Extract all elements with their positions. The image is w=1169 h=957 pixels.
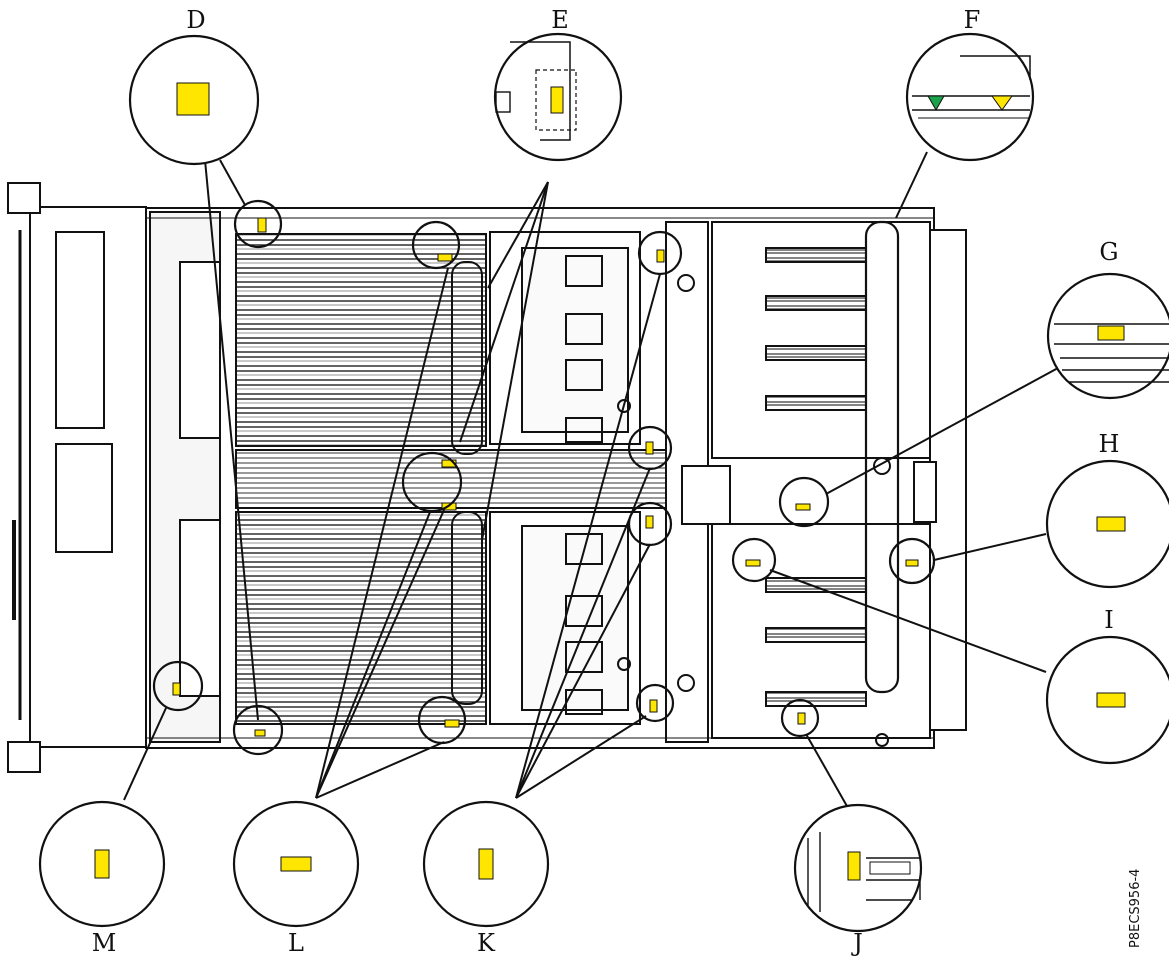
detail-circle-j — [793, 803, 923, 933]
callout-label-d: D — [186, 6, 206, 34]
callout-label-l: L — [288, 929, 304, 957]
callout-label-f: F — [963, 6, 981, 34]
callout-label-k: K — [477, 929, 495, 957]
detail-circle-k — [422, 800, 550, 928]
dimm-bank-top — [235, 233, 487, 447]
figure-id: P8ECS956-4 — [1128, 868, 1143, 948]
callout-label-j: J — [853, 929, 863, 957]
callout-label-h: H — [1098, 430, 1120, 458]
detail-circle-i — [1045, 635, 1169, 765]
detail-circle-d — [128, 34, 260, 166]
chassis-indicators — [172, 217, 919, 737]
detail-circle-e — [493, 32, 623, 162]
detail-circle-m — [38, 800, 166, 928]
detail-circle-g — [1046, 272, 1169, 400]
callout-label-e: E — [551, 6, 569, 34]
leader-lines — [123, 151, 1059, 823]
callout-label-g: G — [1099, 238, 1119, 266]
detail-circle-f — [905, 32, 1035, 162]
detail-circle-l — [232, 800, 360, 928]
callout-label-m: M — [91, 929, 117, 957]
detail-circle-h — [1045, 459, 1169, 589]
location-circles — [152, 199, 936, 756]
server-chassis — [7, 182, 967, 773]
callout-label-i: I — [1104, 606, 1114, 634]
